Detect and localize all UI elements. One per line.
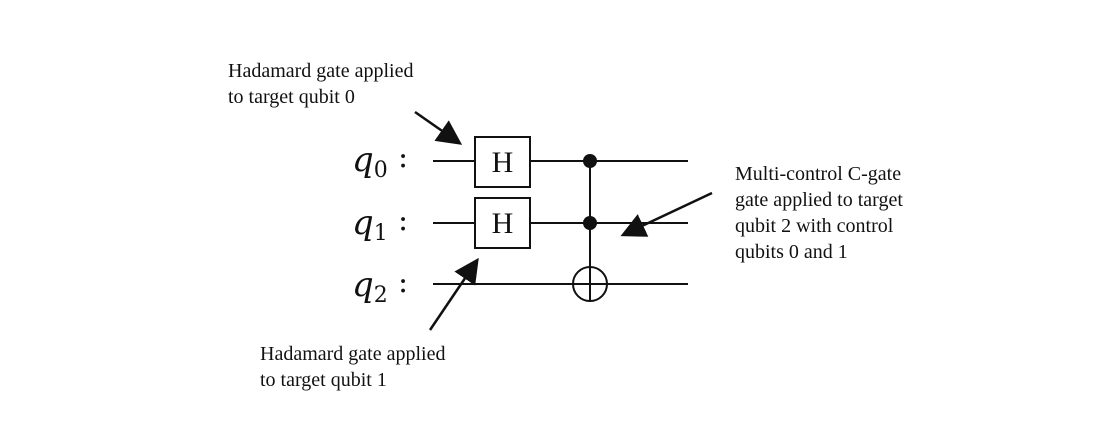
annotation-line: qubits 0 and 1 <box>735 241 848 263</box>
annotation-line: to target qubit 1 <box>260 369 387 391</box>
annotation-line: Hadamard gate applied <box>228 60 414 82</box>
qubit-separator: : <box>398 140 409 175</box>
annotation-line: gate applied to target <box>735 189 903 211</box>
gate-label: H <box>492 146 514 179</box>
annotation-hadamard-q1: Hadamard gate applied to target qubit 1 <box>260 341 445 393</box>
arrow-hadamard-q0 <box>414 110 463 145</box>
annotation-hadamard-q0: Hadamard gate applied to target qubit 0 <box>228 58 413 110</box>
multi-control-gate <box>572 154 608 302</box>
control-dot-q0 <box>583 154 597 168</box>
annotation-multi-control: Multi-control C-gate gate applied to tar… <box>735 161 903 265</box>
qubit-label-q2: q2 <box>352 265 388 308</box>
control-dot-q1 <box>583 216 597 230</box>
qubit-label-q0: q0 <box>352 140 388 183</box>
arrow-multi-control <box>620 191 713 237</box>
gate-label: H <box>492 207 514 240</box>
annotation-line: Multi-control C-gate <box>735 163 902 185</box>
h-gate-q0: H <box>474 136 531 188</box>
h-gate-q1: H <box>474 197 531 249</box>
arrow-hadamard-q1 <box>428 257 479 331</box>
annotation-line: qubit 2 with control <box>735 215 894 237</box>
annotation-line: Hadamard gate applied <box>260 343 446 365</box>
annotation-line: to target qubit 0 <box>228 86 355 108</box>
qubit-separator: : <box>398 203 409 238</box>
qubit-separator: : <box>398 265 409 300</box>
qubit-label-q1: q1 <box>352 203 388 246</box>
